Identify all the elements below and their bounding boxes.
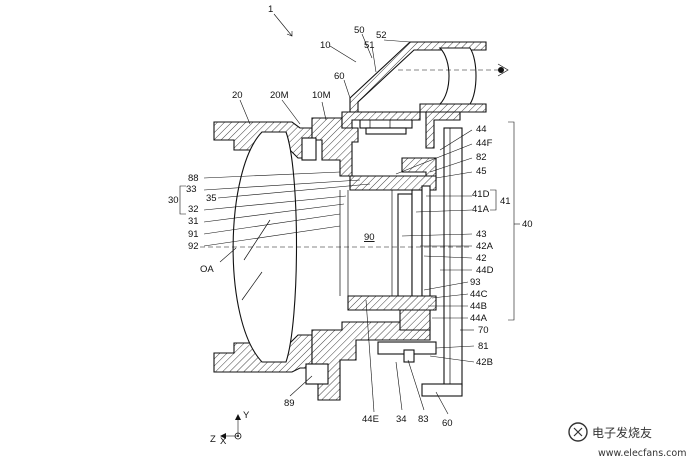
label-41D: 41D xyxy=(472,189,490,200)
label-34: 34 xyxy=(396,414,407,425)
label-90: 90 xyxy=(364,232,375,243)
label-45: 45 xyxy=(476,166,487,177)
part-labels: 1 52 50 51 10 60 20 20M 10M 88 33 35 30 … xyxy=(168,4,533,429)
label-50: 50 xyxy=(354,25,365,36)
viewfinder xyxy=(349,41,509,135)
watermark-logo-icon xyxy=(568,422,588,442)
label-91: 91 xyxy=(188,229,199,240)
watermark: 电子发烧友 www.elecfans.com xyxy=(568,422,686,459)
label-10M: 10M xyxy=(312,90,331,101)
label-51: 51 xyxy=(364,40,375,51)
axis-x-label: X xyxy=(220,436,227,447)
label-OA: OA xyxy=(200,264,214,275)
camera-body xyxy=(301,117,431,401)
label-20M: 20M xyxy=(270,90,289,101)
label-43: 43 xyxy=(476,229,487,240)
label-20: 20 xyxy=(232,90,243,101)
label-60b: 60 xyxy=(442,418,453,429)
label-fig: 1 xyxy=(268,4,273,15)
label-42B: 42B xyxy=(476,357,493,368)
label-44C: 44C xyxy=(470,289,488,300)
label-44: 44 xyxy=(476,124,487,135)
upper-housing xyxy=(341,111,463,397)
watermark-text: 电子发烧友 xyxy=(592,425,652,440)
label-33: 33 xyxy=(186,184,197,195)
label-52: 52 xyxy=(376,30,387,41)
axis-z-label: Z xyxy=(210,434,216,445)
label-89: 89 xyxy=(284,398,295,409)
label-10: 10 xyxy=(320,40,331,51)
label-70: 70 xyxy=(478,325,489,336)
watermark-url: www.elecfans.com xyxy=(598,448,686,459)
label-44E: 44E xyxy=(362,414,379,425)
label-83: 83 xyxy=(418,414,429,425)
label-93: 93 xyxy=(470,277,481,288)
label-60a: 60 xyxy=(334,71,345,82)
label-44B: 44B xyxy=(470,301,487,312)
label-40: 40 xyxy=(522,219,533,230)
label-92: 92 xyxy=(188,241,199,252)
label-82: 82 xyxy=(476,152,487,163)
label-32: 32 xyxy=(188,204,199,215)
leader-lines xyxy=(203,13,475,415)
axis-y-label: Y xyxy=(243,410,250,421)
label-42A: 42A xyxy=(476,241,494,252)
label-30: 30 xyxy=(168,195,179,206)
label-44A: 44A xyxy=(470,313,488,324)
axis-indicator: Y X Z xyxy=(210,410,250,447)
label-44D: 44D xyxy=(476,265,494,276)
label-44F: 44F xyxy=(476,138,493,149)
label-35: 35 xyxy=(206,193,217,204)
label-81: 81 xyxy=(478,341,489,352)
label-88: 88 xyxy=(188,173,199,184)
label-41A: 41A xyxy=(472,204,490,215)
sensor-unit xyxy=(339,157,437,363)
label-31: 31 xyxy=(188,216,199,227)
label-41: 41 xyxy=(500,196,511,207)
label-42: 42 xyxy=(476,253,487,264)
